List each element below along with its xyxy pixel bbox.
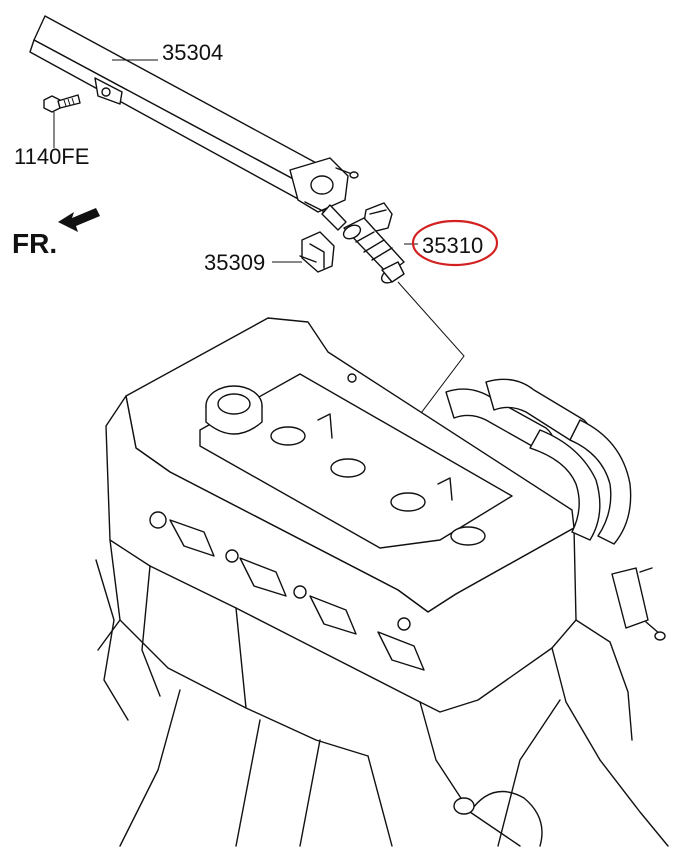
fuel-rail-callout: 35304 — [162, 40, 223, 65]
injector-callout-highlight — [411, 219, 499, 267]
injector-clip[interactable] — [299, 231, 335, 273]
front-arrow-icon — [58, 208, 100, 232]
bolt[interactable] — [43, 94, 81, 113]
clip-callout: 35309 — [204, 250, 265, 275]
front-direction-indicator: FR. — [12, 208, 100, 259]
fuel-injector[interactable] — [341, 202, 405, 286]
bolt-callout: 1140FE — [14, 144, 89, 169]
engine-head — [95, 317, 669, 847]
front-label: FR. — [12, 228, 57, 259]
fuel-rail[interactable] — [29, 15, 359, 231]
injector-callout: 35310 — [422, 233, 483, 258]
